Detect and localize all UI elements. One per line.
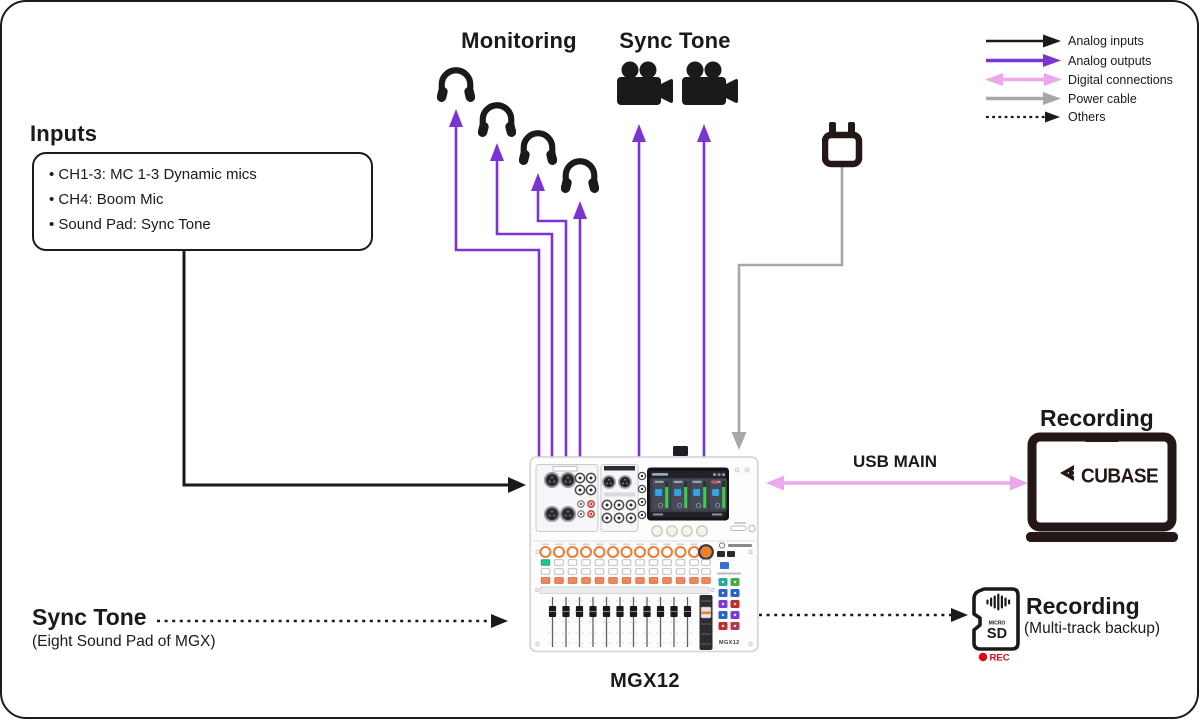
analog-output-lines <box>454 127 706 457</box>
svg-text:REC: REC <box>990 653 1010 664</box>
sync-tone-pad-subtitle: (Eight Sound Pad of MGX) <box>32 633 216 650</box>
cubase-logo-icon <box>1060 465 1075 481</box>
power-cable-line <box>737 162 844 432</box>
legend-label-others: Others <box>1068 110 1106 124</box>
analog-input-arrowhead <box>508 477 526 493</box>
sync-tone-out-heading: Sync Tone <box>619 28 731 53</box>
mgx12-mixer-illustration: MGX12 <box>529 456 759 653</box>
sd-card-sd-text: SD <box>987 626 1007 642</box>
analog-input-line <box>182 242 508 487</box>
cubase-logo-text: CUBASE <box>1081 465 1159 488</box>
laptop-icon: CUBASE <box>1026 432 1178 542</box>
sync-pad-arrowhead <box>491 614 508 628</box>
video-camera-icon <box>682 61 738 105</box>
mixer-rear-connector <box>673 446 688 456</box>
mixer-caption: MGX12 <box>610 670 680 692</box>
monitoring-heading: Monitoring <box>461 28 577 53</box>
headphones-icon <box>437 67 475 102</box>
backup-recording-heading: Recording <box>1026 593 1140 619</box>
rec-indicator: REC <box>978 653 1010 664</box>
usb-digital-arrowheads <box>766 475 1028 491</box>
power-plug-icon <box>822 122 863 168</box>
backup-recording-subtitle: (Multi-track backup) <box>1024 620 1161 637</box>
inputs-item: • CH4: Boom Mic <box>49 191 164 208</box>
inputs-heading: Inputs <box>30 121 98 146</box>
micro-sd-card-icon: MICRO SD REC <box>972 587 1020 664</box>
power-cable-arrowhead <box>731 432 747 450</box>
video-camera-icon <box>617 61 673 105</box>
daw-recording-heading: Recording <box>1040 405 1154 431</box>
headphones-icon <box>561 158 599 193</box>
sync-tone-pad-heading: Sync Tone <box>32 604 147 630</box>
headphones-icon <box>519 130 557 165</box>
legend-label-digital: Digital connections <box>1068 72 1173 87</box>
sd-card-micro-text: MICRO <box>989 621 1006 627</box>
analog-output-arrowheads <box>449 109 711 219</box>
legend-label-analog-outputs: Analog outputs <box>1068 53 1152 68</box>
mixer-panel-logo: MGX12 <box>719 640 740 646</box>
headphones-icon <box>478 102 516 137</box>
sd-backup-arrowhead <box>951 608 968 622</box>
inputs-item: • Sound Pad: Sync Tone <box>49 216 211 233</box>
legend-label-analog-inputs: Analog inputs <box>1068 34 1144 48</box>
inputs-item: • CH1-3: MC 1-3 Dynamic mics <box>49 166 257 183</box>
legend-arrows <box>985 34 1062 123</box>
waveform-icon <box>986 593 1011 611</box>
legend-label-power: Power cable <box>1068 91 1137 106</box>
inputs-box: • CH1-3: MC 1-3 Dynamic mics • CH4: Boom… <box>32 152 373 251</box>
usb-main-label: USB MAIN <box>852 452 938 471</box>
